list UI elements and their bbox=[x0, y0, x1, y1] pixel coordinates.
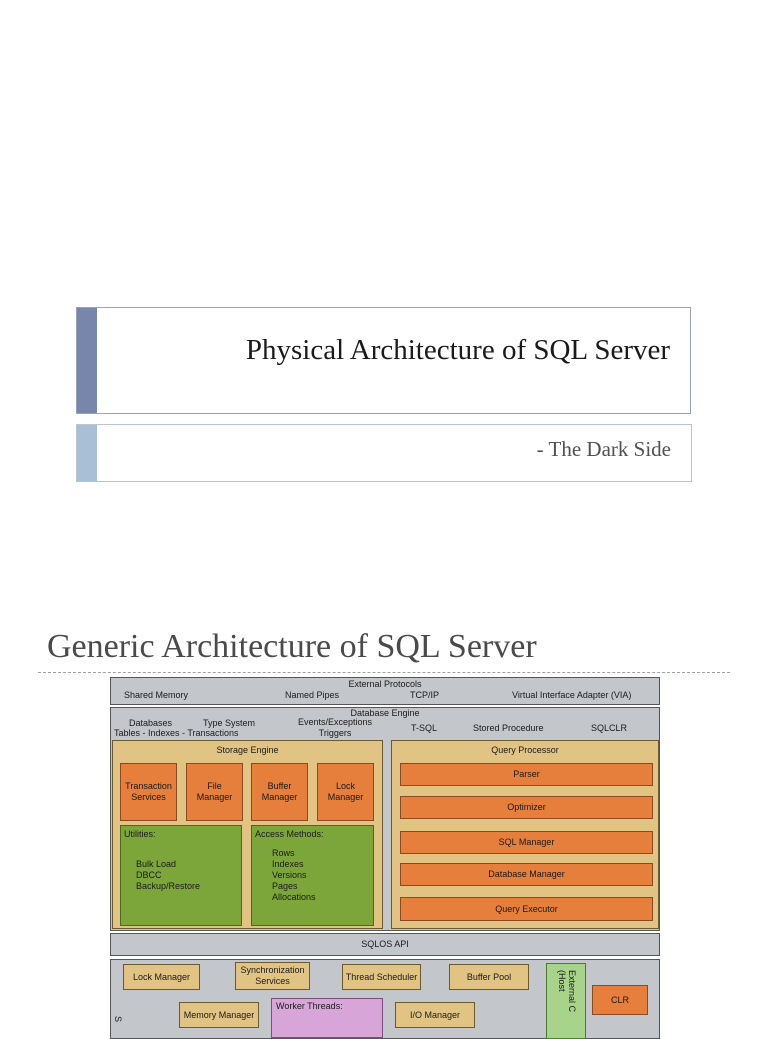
worker-threads-label: Worker Threads: bbox=[276, 1001, 343, 1011]
utilities-label: Utilities: bbox=[124, 829, 156, 839]
architecture-slide: Generic Architecture of SQL Server Exter… bbox=[0, 576, 768, 1039]
database-manager-box: Database Manager bbox=[400, 863, 653, 886]
sql-manager-label: SQL Manager bbox=[498, 837, 555, 847]
sqlos-lock-manager-label: Lock Manager bbox=[132, 971, 191, 982]
file-manager-l2: Manager bbox=[196, 792, 233, 802]
query-executor-box: Query Executor bbox=[400, 897, 653, 921]
clr-box: CLR bbox=[592, 985, 648, 1015]
sqlos-api-label: SQLOS API bbox=[361, 939, 409, 949]
buffer-pool-box: Buffer Pool bbox=[449, 964, 529, 990]
sync-services-l2: Services bbox=[255, 976, 290, 986]
sqlos-api-box: SQLOS API bbox=[110, 933, 660, 956]
utilities-backup-restore: Backup/Restore bbox=[136, 881, 201, 891]
memory-manager-box: Memory Manager bbox=[179, 1002, 259, 1028]
storage-engine-label: Storage Engine bbox=[216, 745, 279, 755]
clr-label: CLR bbox=[610, 994, 629, 1005]
external-components-box: External C (Host bbox=[546, 963, 586, 1039]
memory-manager-label: Memory Manager bbox=[183, 1009, 255, 1020]
engine-tsql: T-SQL bbox=[411, 723, 438, 733]
buffer-manager-l1: Buffer bbox=[267, 781, 292, 791]
access-rows: Rows bbox=[272, 848, 295, 858]
utilities-dbcc: DBCC bbox=[136, 870, 162, 880]
file-manager-box: File Manager bbox=[186, 763, 243, 821]
transaction-services-l1: Transaction bbox=[125, 781, 172, 791]
sync-services-l1: Synchronization bbox=[240, 965, 305, 975]
access-allocations: Allocations bbox=[272, 892, 316, 902]
access-methods-label: Access Methods: bbox=[255, 829, 324, 839]
protocol-tcp-ip: TCP/IP bbox=[410, 690, 440, 700]
title-accent-bar bbox=[77, 308, 97, 413]
engine-sqlclr: SQLCLR bbox=[591, 723, 628, 733]
slide2-title: Generic Architecture of SQL Server bbox=[47, 628, 537, 665]
protocol-named-pipes: Named Pipes bbox=[285, 690, 340, 700]
sqlos-box: Lock Manager Synchronization Services Th… bbox=[110, 959, 660, 1039]
utilities-bulk-load: Bulk Load bbox=[136, 859, 177, 869]
title-divider bbox=[38, 672, 730, 673]
subtitle-box: - The Dark Side bbox=[76, 424, 692, 482]
buffer-manager-box: Buffer Manager bbox=[251, 763, 308, 821]
engine-stored-procedure: Stored Procedure bbox=[473, 723, 544, 733]
engine-tables-indexes: Tables - Indexes - Transactions bbox=[114, 728, 239, 738]
lock-manager-l1: Lock bbox=[335, 781, 355, 791]
optimizer-label: Optimizer bbox=[507, 802, 546, 812]
sqlos-lock-manager-box: Lock Manager bbox=[123, 964, 200, 990]
engine-triggers: Triggers bbox=[318, 728, 352, 738]
utilities-box: Utilities: Bulk Load DBCC Backup/Restore bbox=[120, 825, 242, 926]
lock-manager-box: Lock Manager bbox=[317, 763, 374, 821]
slide-subtitle: - The Dark Side bbox=[536, 437, 671, 461]
title-slide: Physical Architecture of SQL Server - Th… bbox=[76, 307, 692, 482]
database-manager-label: Database Manager bbox=[488, 869, 565, 879]
external-components-l2: (Host bbox=[557, 970, 567, 992]
access-methods-box: Access Methods: Rows Indexes Versions Pa… bbox=[251, 825, 374, 926]
transaction-services-box: Transaction Services bbox=[120, 763, 177, 821]
architecture-diagram: External Protocols Shared Memory Named P… bbox=[0, 576, 768, 1039]
engine-type-system: Type System bbox=[203, 718, 256, 728]
buffer-pool-label: Buffer Pool bbox=[466, 971, 512, 982]
engine-events: Events/Exceptions bbox=[297, 717, 373, 727]
engine-databases: Databases bbox=[129, 718, 173, 728]
thread-scheduler-box: Thread Scheduler bbox=[342, 964, 421, 990]
protocol-shared-memory: Shared Memory bbox=[124, 690, 189, 700]
access-indexes: Indexes bbox=[272, 859, 304, 869]
file-manager-l1: File bbox=[207, 781, 222, 791]
database-engine-label: Database Engine bbox=[350, 708, 420, 718]
access-versions: Versions bbox=[272, 870, 307, 880]
io-manager-label: I/O Manager bbox=[409, 1009, 461, 1020]
subtitle-accent-bar bbox=[77, 425, 97, 481]
sync-services-box: Synchronization Services bbox=[235, 962, 310, 990]
slide-title: Physical Architecture of SQL Server bbox=[245, 334, 670, 366]
lock-manager-l2: Manager bbox=[327, 792, 364, 802]
database-engine-box: Database Engine Databases Type System Ta… bbox=[110, 707, 660, 931]
query-processor-box: Query Processor Parser Optimizer SQL Man… bbox=[391, 740, 659, 929]
title-box: Physical Architecture of SQL Server bbox=[76, 307, 691, 414]
access-pages: Pages bbox=[272, 881, 298, 891]
query-executor-label: Query Executor bbox=[495, 903, 558, 914]
buffer-manager-l2: Manager bbox=[261, 792, 298, 802]
parser-label: Parser bbox=[513, 769, 540, 779]
sql-manager-box: SQL Manager bbox=[400, 831, 653, 854]
external-protocols-box: External Protocols Shared Memory Named P… bbox=[110, 677, 660, 705]
thread-scheduler-label: Thread Scheduler bbox=[345, 971, 418, 982]
external-components-l1: External C bbox=[567, 970, 577, 1013]
transaction-services-l2: Services bbox=[131, 792, 166, 802]
external-protocols-label: External Protocols bbox=[348, 679, 422, 689]
storage-engine-box: Storage Engine Transaction Services File… bbox=[112, 740, 383, 929]
optimizer-box: Optimizer bbox=[400, 796, 653, 819]
query-processor-label: Query Processor bbox=[491, 745, 559, 755]
protocol-via: Virtual Interface Adapter (VIA) bbox=[512, 690, 632, 700]
sqlos-side-label: S bbox=[113, 1016, 123, 1023]
worker-threads-box: Worker Threads: bbox=[271, 998, 383, 1038]
io-manager-box: I/O Manager bbox=[395, 1002, 475, 1028]
parser-box: Parser bbox=[400, 763, 653, 786]
